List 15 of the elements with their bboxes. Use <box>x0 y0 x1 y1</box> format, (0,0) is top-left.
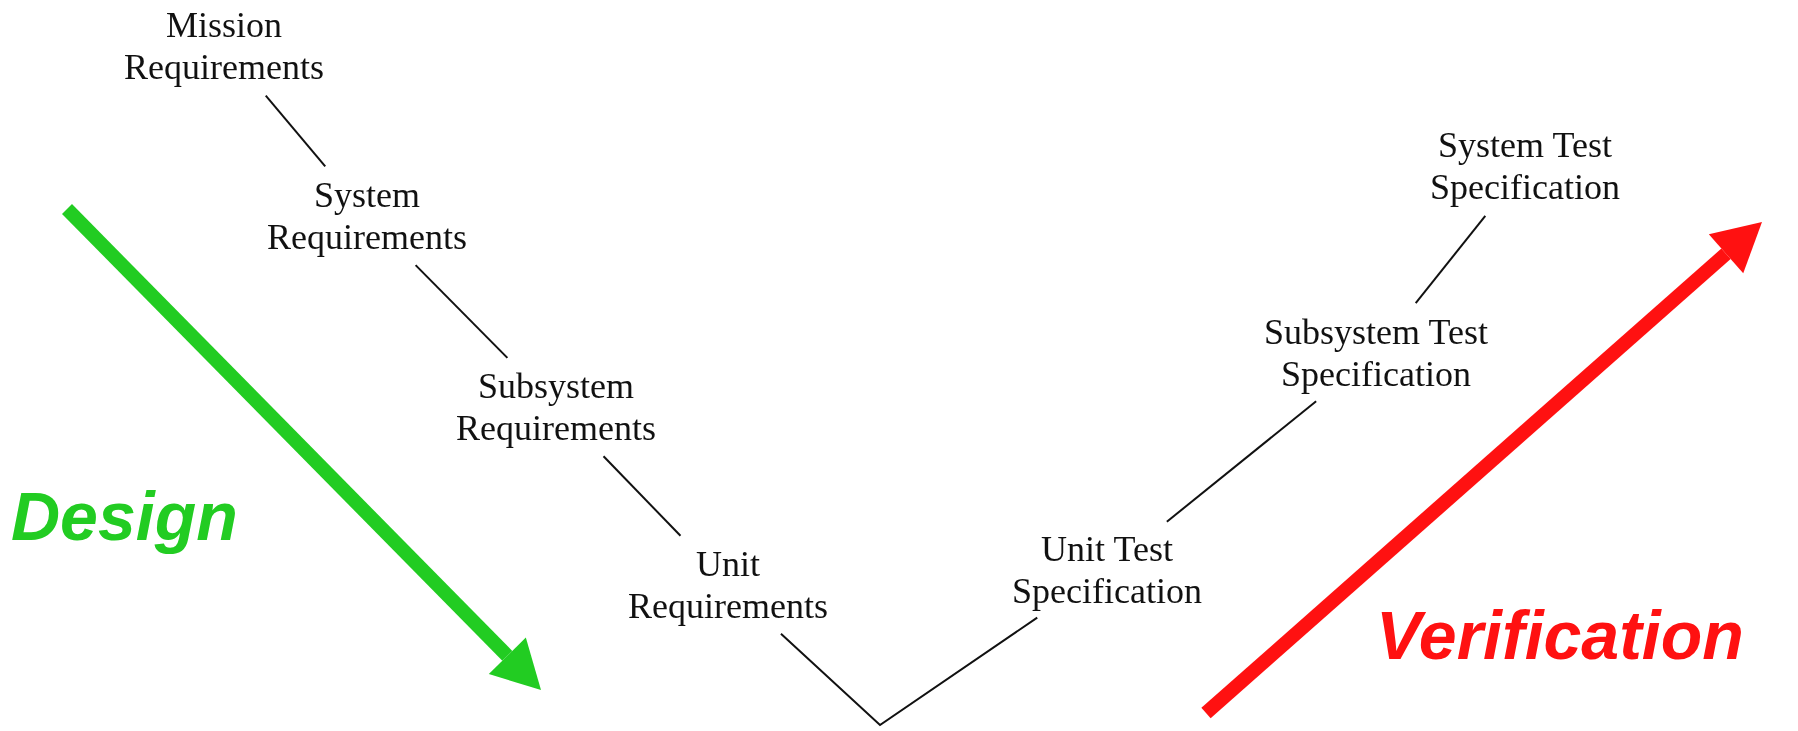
connector-line <box>602 455 682 537</box>
requirement-label: Unit Requirements <box>598 543 858 627</box>
requirement-label: System Test Specification <box>1395 124 1655 208</box>
requirement-label: Mission Requirements <box>94 4 354 88</box>
phase-label: Verification <box>1376 597 1744 673</box>
connector-line <box>779 616 1039 727</box>
connector-line <box>414 264 509 359</box>
requirement-label: Subsystem Requirements <box>426 365 686 449</box>
requirement-label: Subsystem Test Specification <box>1211 311 1541 395</box>
requirement-label: Unit Test Specification <box>977 528 1237 612</box>
requirement-label: System Requirements <box>237 174 497 258</box>
phase-label: Design <box>11 478 238 554</box>
connector-line <box>264 94 327 168</box>
connector-line <box>1414 214 1487 305</box>
connector-line <box>1165 400 1318 523</box>
